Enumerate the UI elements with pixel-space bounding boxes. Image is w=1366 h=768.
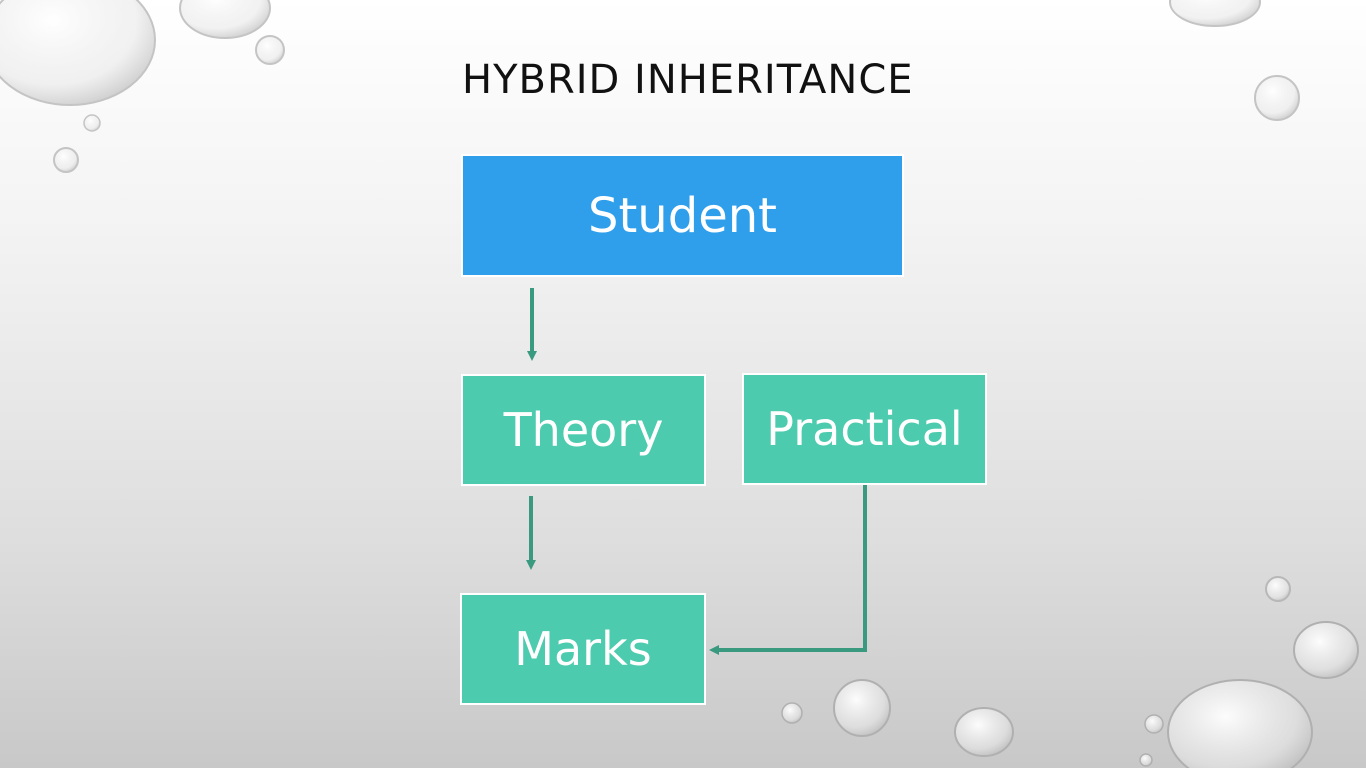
node-practical-label: Practical bbox=[766, 402, 963, 456]
node-marks: Marks bbox=[460, 593, 706, 705]
node-theory: Theory bbox=[461, 374, 706, 486]
node-student-label: Student bbox=[588, 187, 777, 244]
node-theory-label: Theory bbox=[503, 403, 664, 457]
node-marks-label: Marks bbox=[514, 622, 652, 676]
node-student: Student bbox=[461, 154, 904, 277]
node-practical: Practical bbox=[742, 373, 987, 485]
arrow-practical-to-marks bbox=[709, 485, 867, 655]
slide-title: HYBRID INHERITANCE bbox=[462, 57, 914, 103]
